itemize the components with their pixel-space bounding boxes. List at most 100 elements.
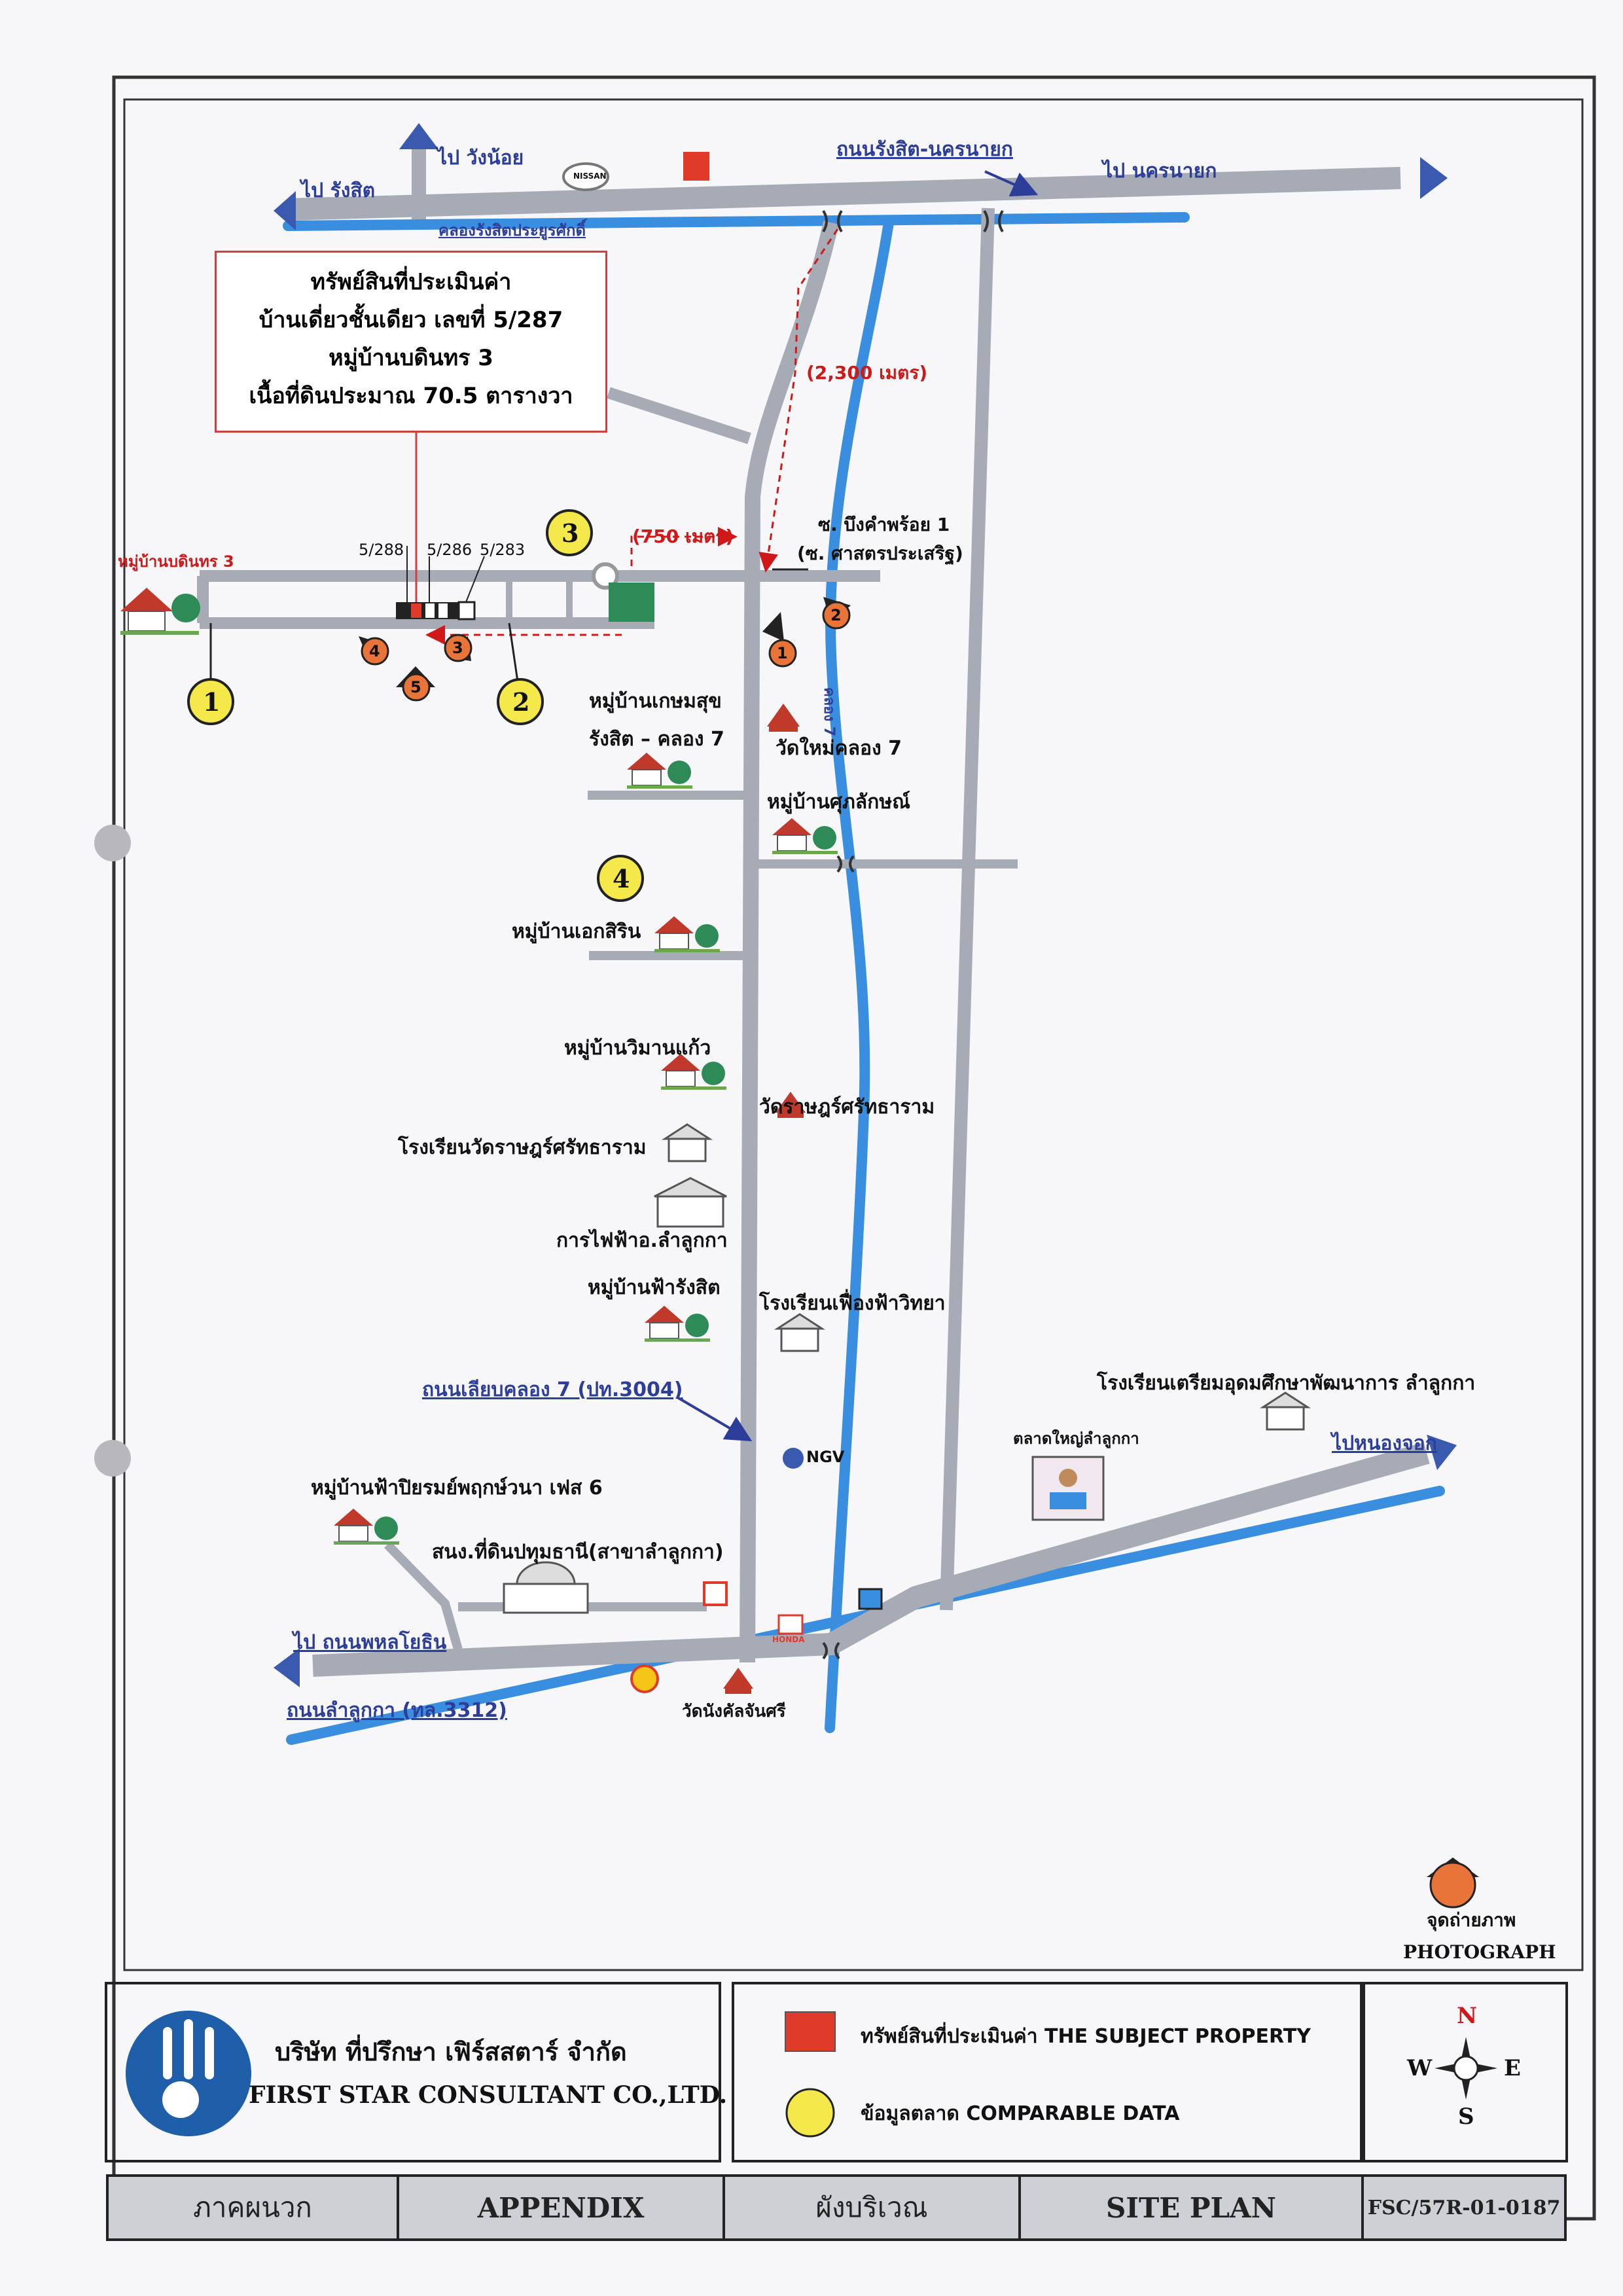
label-school-watrat: โรงเรียนวัดราษฎร์ศรัทธาราม	[398, 1136, 647, 1159]
label-rangsit-nakhonnayok: ถนนรังสิต-นครนายก	[836, 138, 1013, 161]
canal-rangsit	[283, 212, 1190, 231]
comparable-4-label: 4	[613, 864, 630, 893]
photo-legend-circle	[1429, 1861, 1476, 1909]
label-eksirin: หมู่บ้านเอกสิริน	[512, 920, 641, 943]
comparable-3-label: 3	[562, 518, 579, 548]
photo-point-2	[822, 597, 851, 630]
compass-s: S	[1458, 2104, 1474, 2130]
ngv-icon	[783, 1448, 804, 1469]
label-school-fueangfa: โรงเรียนเฟื่องฟ้าวิทยา	[759, 1292, 946, 1315]
roundabout	[592, 562, 619, 590]
photo-point-3-label: 3	[452, 639, 463, 657]
label-canal7: คลอง 7	[821, 687, 837, 737]
label-honda: HONDA	[772, 1635, 805, 1644]
label-nissan: NISSAN	[573, 171, 607, 181]
temple-icons	[723, 704, 806, 1694]
photo-point-3	[444, 634, 473, 662]
label-house-5-283: 5/283	[480, 541, 526, 559]
subject-callout: ทรัพย์สินที่ประเมินค่า บ้านเดี่ยวชั้นเดี…	[215, 251, 607, 433]
label-fapiyarom: หมู่บ้านฟ้าปิยรมย์พฤกษ์วนา เฟส 6	[311, 1477, 603, 1499]
label-house-5-286: 5/286	[427, 541, 473, 559]
label-kasemsuk-2: รังสิต – คลอง 7	[589, 728, 724, 751]
footer-siteplan-en: SITE PLAN	[1018, 2174, 1364, 2241]
green-plot	[609, 583, 654, 622]
arrow-to-wangnoi	[399, 123, 438, 149]
legend-photo-th: จุดถ่ายภาพ	[1427, 1909, 1516, 1931]
comparable-1	[187, 678, 234, 725]
company-name-en: FIRST STAR CONSULTANT CO.,LTD.	[249, 2081, 728, 2109]
compass-box	[1363, 1982, 1568, 2162]
village-icons	[120, 588, 838, 1545]
label-market: ตลาดใหญ่ลำลูกกา	[1013, 1429, 1139, 1448]
label-soi-line1: ซ. บึงคำพร้อย 1	[818, 514, 950, 535]
label-house-5-288: 5/288	[359, 541, 404, 559]
photo-points	[359, 597, 851, 702]
compass-n: N	[1457, 2003, 1478, 2029]
label-to-nakhonnayok: ไป นครนายก	[1103, 160, 1217, 183]
photo-point-2-label: 2	[830, 606, 842, 624]
comparable-markers	[187, 509, 644, 902]
label-khlong7-road: ถนนเลียบคลอง 7 (ปท.3004)	[422, 1378, 683, 1401]
canals	[283, 212, 1445, 1745]
legend-comparable-swatch	[785, 2088, 835, 2138]
label-ngv: NGV	[806, 1448, 845, 1466]
compass-rose	[1435, 2037, 1497, 2100]
nissan-logo	[562, 162, 609, 191]
callout-line-2: บ้านเดี่ยวชั้นเดียว เลขที่ 5/287	[259, 307, 563, 333]
label-school-triam: โรงเรียนเตรียมอุดมศึกษาพัฒนาการ ลำลูกกา	[1097, 1372, 1476, 1395]
label-farangsit: หมู่บ้านฟ้ารังสิต	[588, 1276, 721, 1299]
road-rangsit-nakhonnayok	[287, 167, 1401, 221]
label-canal-rangsit: คลองรังสิตประยูรศักดิ์	[438, 221, 586, 240]
arrow-to-nakhonnayok	[1420, 157, 1448, 199]
legend-comparable-label: ข้อมูลตลาด COMPARABLE DATA	[861, 2102, 1180, 2125]
photo-point-1	[762, 612, 797, 668]
arrow-to-phahonyothin	[274, 1648, 300, 1687]
punch-hole-bottom	[94, 1440, 131, 1477]
comparable-4	[597, 855, 644, 902]
callout-line-4: เนื้อที่ดินประมาณ 70.5 ตารางวา	[249, 383, 573, 409]
legend-subject-label: ทรัพย์สินที่ประเมินค่า THE SUBJECT PROPE…	[861, 2025, 1311, 2048]
label-suklak: หมู่บ้านศุภลักษณ์	[767, 791, 910, 814]
label-distance-750: (750 เมตร)	[632, 526, 734, 547]
road-lumlukka	[312, 1442, 1430, 1677]
label-electric: การไฟฟ้าอ.ลำลูกกา	[556, 1229, 728, 1252]
label-distance-2300: (2,300 เมตร)	[806, 362, 928, 384]
honda-icon	[777, 1614, 804, 1635]
distance-arrows	[425, 228, 839, 645]
footer-appendix-en: APPENDIX	[397, 2174, 725, 2241]
label-wimankaew: หมู่บ้านวิมานแก้ว	[564, 1037, 711, 1060]
label-soi-line2: (ซ. ศาสตรประเสริฐ)	[797, 543, 963, 564]
market-icon	[1031, 1456, 1105, 1521]
label-lumlukka-road: ถนนลำลูกกา (ทล.3312)	[287, 1699, 507, 1722]
roads	[197, 149, 1430, 1677]
company-box	[105, 1982, 721, 2162]
comparable-pointers	[209, 622, 520, 687]
label-to-wangnoi: ไป วังน้อย	[437, 147, 524, 170]
arrow-to-rangsit	[274, 191, 296, 230]
photo-point-1-label: 1	[777, 644, 788, 662]
label-kasemsuk-1: หมู่บ้านเกษมสุข	[589, 690, 722, 713]
brand-icons	[562, 152, 883, 1693]
canal-7	[825, 217, 894, 1733]
road-landoffice	[383, 1541, 463, 1651]
shell-icon	[630, 1664, 659, 1693]
photo-point-5-label: 5	[410, 678, 421, 696]
company-name-th: บริษัท ที่ปรึกษา เฟิร์สสตาร์ จำกัด	[275, 2037, 627, 2066]
compass-e: E	[1504, 2055, 1521, 2081]
comparable-2-label: 2	[512, 687, 530, 717]
arrow-to-nongchok	[1427, 1435, 1457, 1470]
punch-hole-top	[94, 825, 131, 861]
callout-line-3: หมู่บ้านบดินทร 3	[329, 345, 493, 371]
compass-w: W	[1407, 2055, 1433, 2081]
photo-point-5	[396, 666, 435, 702]
inner-frame	[123, 98, 1584, 1971]
house-row	[396, 546, 485, 620]
photo-point-4	[359, 636, 389, 666]
label-landoffice: สนง.ที่ดินปทุมธานี(สาขาลำลูกกา)	[432, 1541, 724, 1564]
khlong7-pointer	[676, 1396, 753, 1442]
rn-pointer	[984, 170, 1039, 197]
label-watmai: วัดใหม่คลอง 7	[776, 737, 902, 760]
bridges	[822, 209, 1004, 1660]
footer-siteplan-th: ผังบริเวณ	[722, 2174, 1021, 2241]
